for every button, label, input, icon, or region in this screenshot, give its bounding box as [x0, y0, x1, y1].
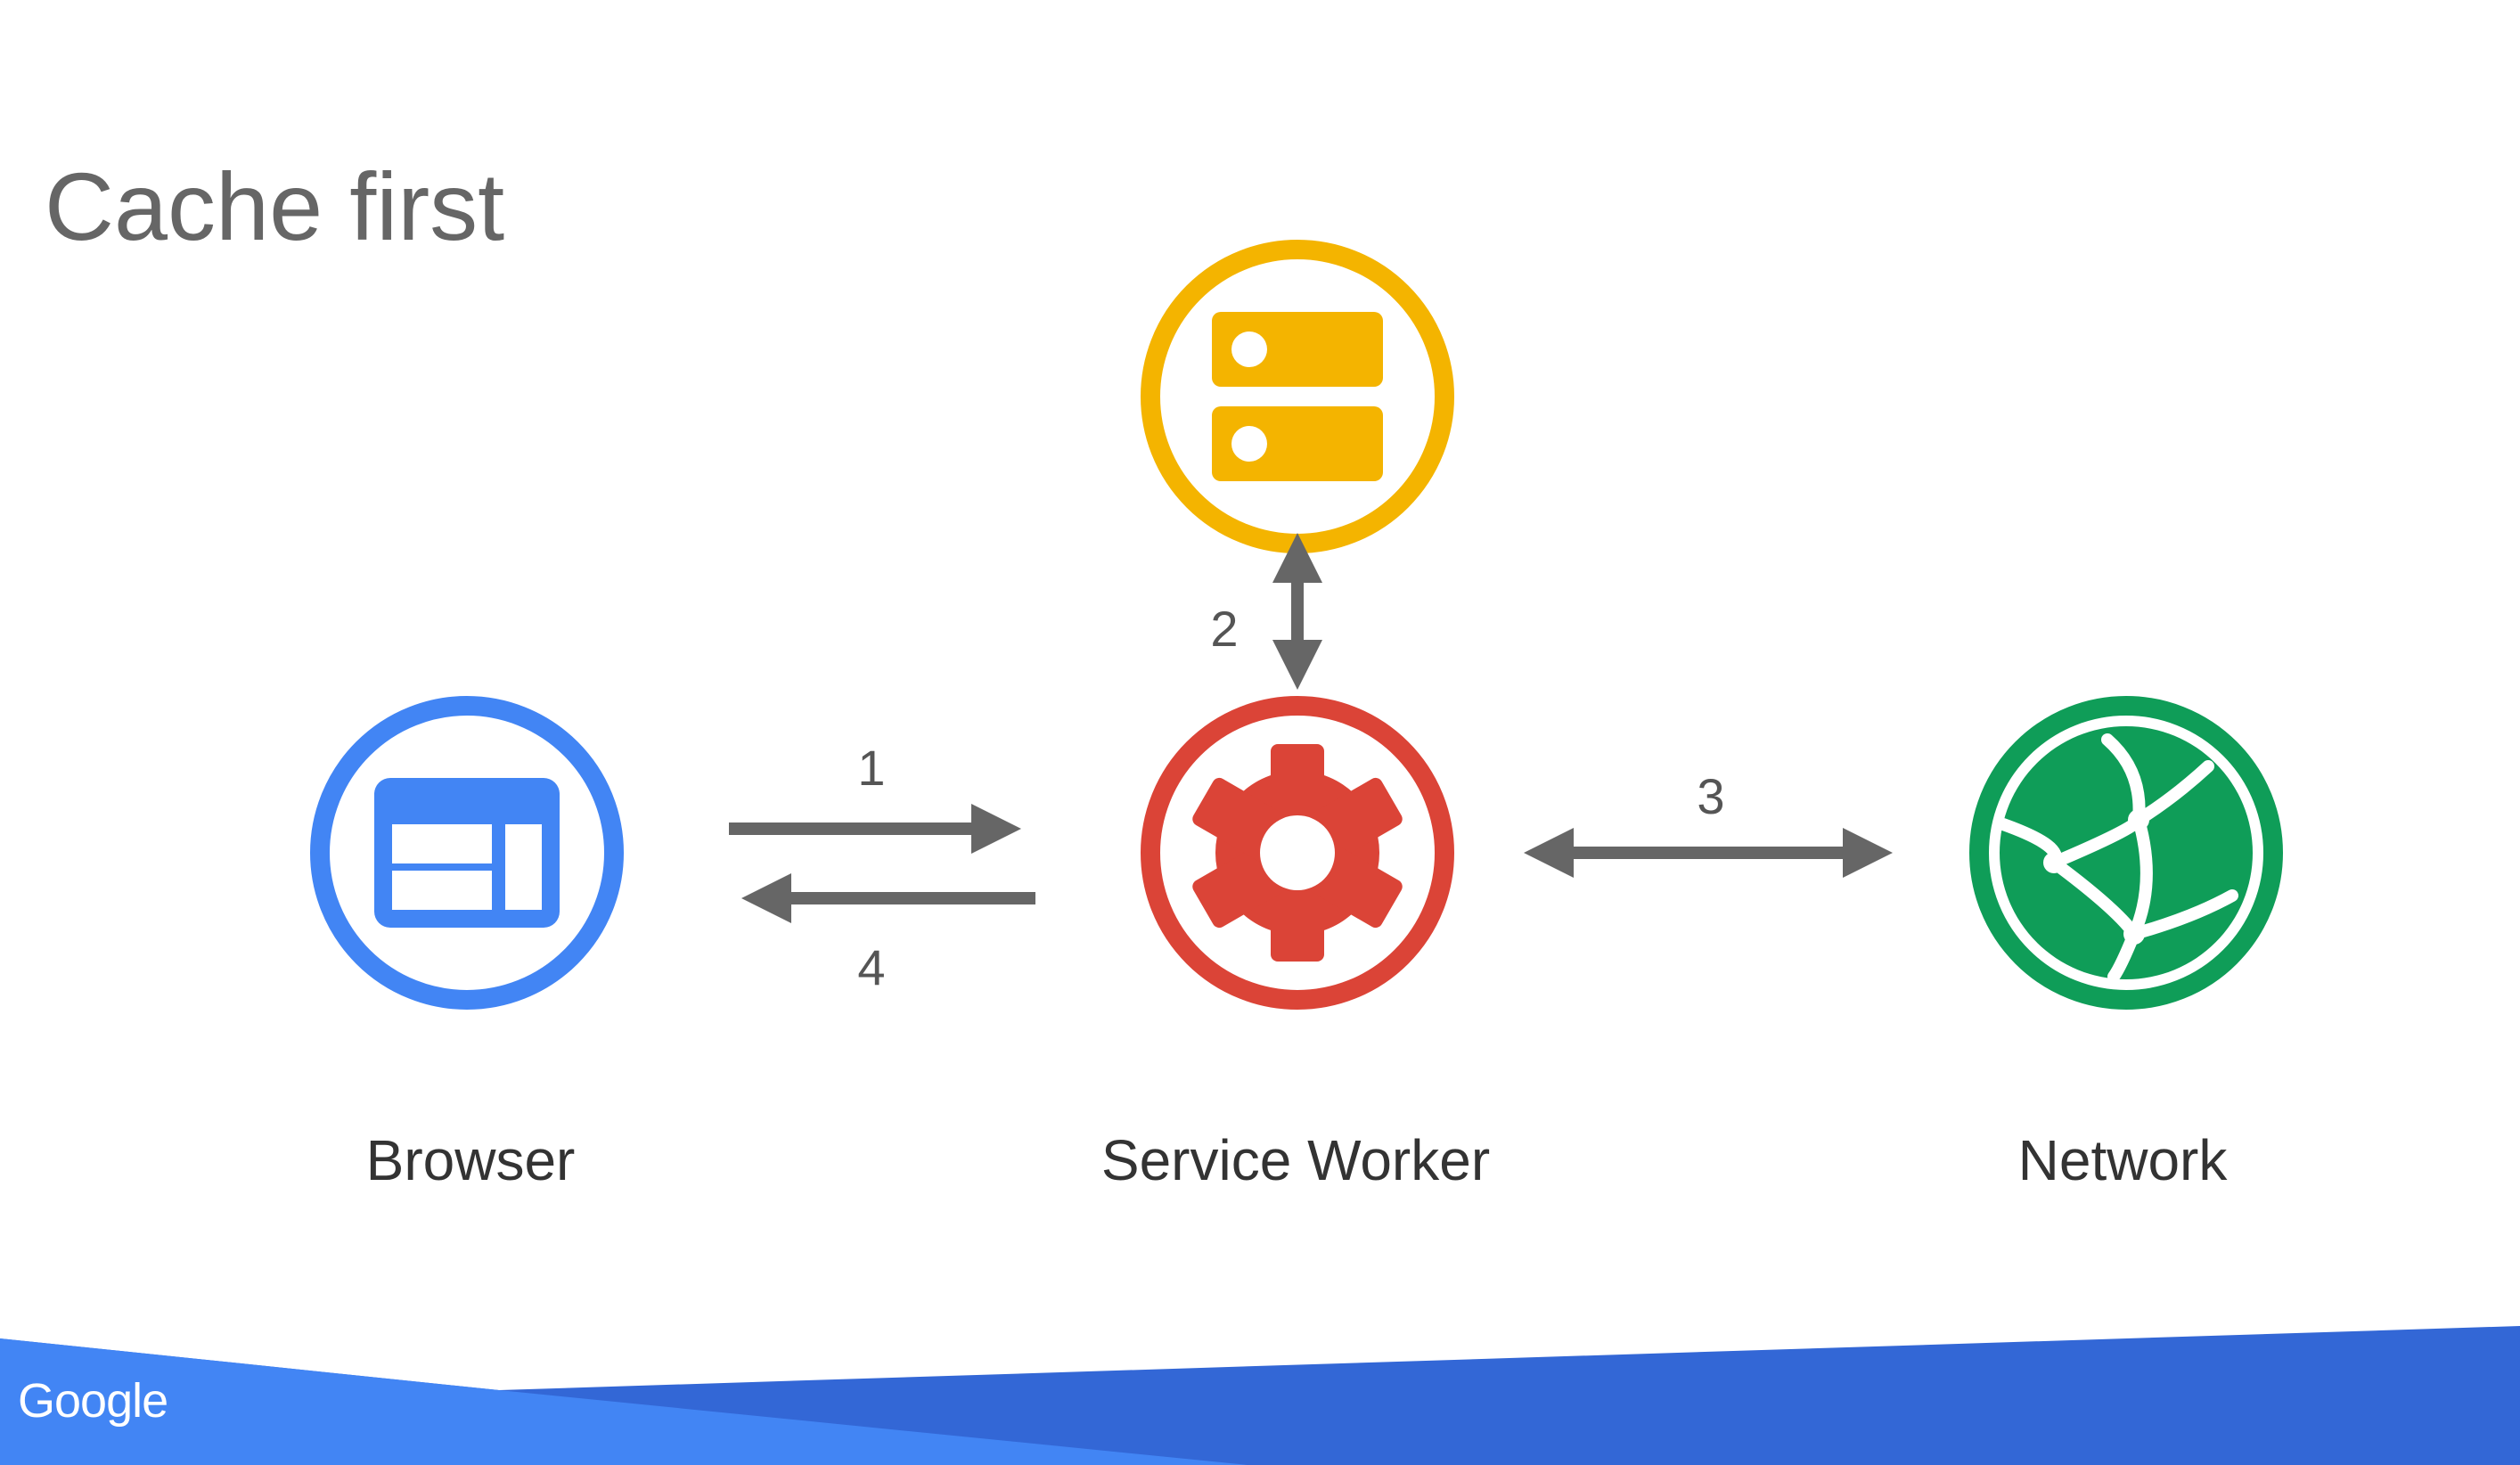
- network-label: Network: [2017, 1128, 2228, 1192]
- database-icon: [1212, 312, 1383, 481]
- service-worker-node: [1141, 696, 1454, 1010]
- slide-title: Cache first: [45, 152, 505, 260]
- step-label-4: 4: [857, 939, 886, 995]
- network-node: [1969, 696, 2283, 1010]
- gear-icon: [1192, 744, 1403, 962]
- step-label-3: 3: [1697, 768, 1725, 824]
- globe-icon: [1997, 726, 2253, 983]
- browser-label: Browser: [365, 1128, 576, 1192]
- cache-node: [1141, 240, 1454, 553]
- browser-window-icon: [374, 778, 560, 928]
- browser-node: [310, 696, 624, 1010]
- step-label-2: 2: [1210, 601, 1239, 657]
- service-worker-label: Service Worker: [1100, 1128, 1491, 1192]
- footer-band: [0, 1326, 2520, 1465]
- step-label-1: 1: [857, 740, 886, 796]
- google-logo: Google: [18, 1374, 168, 1428]
